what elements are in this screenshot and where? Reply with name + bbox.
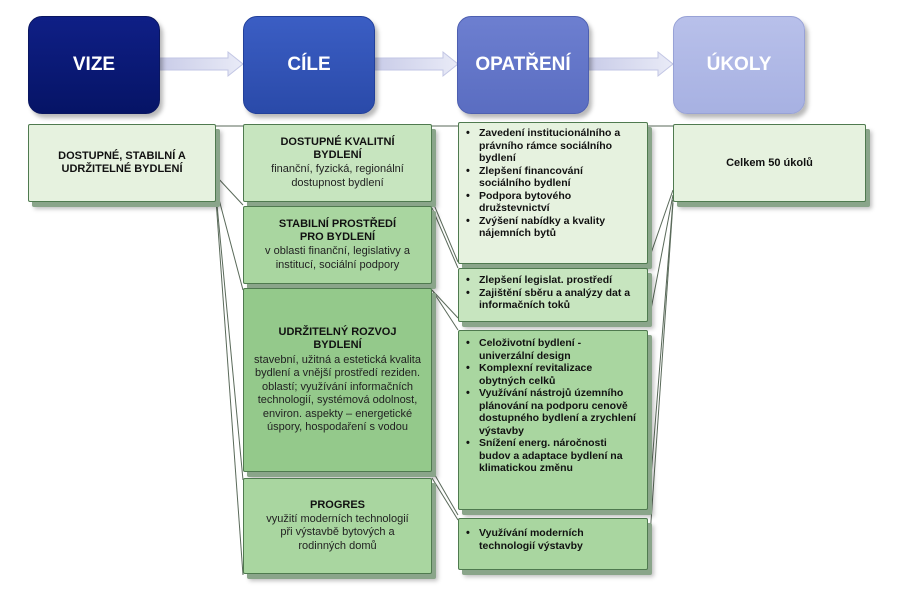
arrow-icon xyxy=(374,50,459,78)
measure-item: Zajištění sběru a analýzy dat a informač… xyxy=(459,287,637,312)
measure-list: Využívání moderních technologií výstavby xyxy=(459,527,637,552)
header-ukoly: ÚKOLY xyxy=(673,16,805,114)
goal-desc: využití moderních technologií při výstav… xyxy=(266,512,409,552)
header-vize: VIZE xyxy=(28,16,160,114)
measure-list: Zlepšení legislat. prostředí Zajištění s… xyxy=(459,274,637,312)
measure-item: Využívání moderních technologií výstavby xyxy=(459,527,637,552)
measure-item: Celoživotní bydlení - univerzální design xyxy=(459,337,637,362)
vision-text: DOSTUPNÉ, STABILNÍ A UDRŽITELNÉ BYDLENÍ xyxy=(58,150,186,175)
measure-list: Celoživotní bydlení - univerzální design… xyxy=(459,337,637,475)
measure-box: Zavedení institucionálního a právního rá… xyxy=(458,122,648,264)
goal-desc: finanční, fyzická, regionální dostupnost… xyxy=(271,163,404,189)
goal-box: STABILNÍ PROSTŘEDÍ PRO BYDLENÍ v oblasti… xyxy=(243,206,432,284)
measure-item: Podpora bytového družstevnictví xyxy=(459,190,637,215)
tasks-text: Celkem 50 úkolů xyxy=(726,156,813,169)
measure-item: Zlepšení legislat. prostředí xyxy=(459,274,637,287)
measure-list: Zavedení institucionálního a právního rá… xyxy=(459,127,637,240)
vision-box: DOSTUPNÉ, STABILNÍ A UDRŽITELNÉ BYDLENÍ xyxy=(28,124,216,202)
measure-item: Komplexní revitalizace obytných celků xyxy=(459,362,637,387)
arrow-icon xyxy=(159,50,244,78)
measure-item: Využívání nástrojů územního plánování na… xyxy=(459,387,637,437)
goal-desc: stavební, užitná a estetická kvalita byd… xyxy=(254,353,421,434)
measure-box: Využívání moderních technologií výstavby xyxy=(458,518,648,570)
measure-item: Snížení energ. náročnosti budov a adapta… xyxy=(459,437,637,475)
tasks-box: Celkem 50 úkolů xyxy=(673,124,866,202)
arrow-icon xyxy=(588,50,674,78)
measure-box: Celoživotní bydlení - univerzální design… xyxy=(458,330,648,510)
goal-title: DOSTUPNÉ KVALITNÍ BYDLENÍ xyxy=(280,136,395,161)
measure-item: Zvýšení nabídky a kvality nájemních bytů xyxy=(459,215,637,240)
measure-box: Zlepšení legislat. prostředí Zajištění s… xyxy=(458,268,648,322)
header-cile: CÍLE xyxy=(243,16,375,114)
measure-item: Zlepšení financování sociálního bydlení xyxy=(459,165,637,190)
measure-item: Zavedení institucionálního a právního rá… xyxy=(459,127,637,165)
header-opatreni: OPATŘENÍ xyxy=(457,16,589,114)
goal-title: STABILNÍ PROSTŘEDÍ PRO BYDLENÍ xyxy=(278,218,397,243)
goal-box: UDRŽITELNÝ ROZVOJ BYDLENÍ stavební, užit… xyxy=(243,288,432,472)
goal-title: PROGRES xyxy=(309,498,365,511)
goal-box: DOSTUPNÉ KVALITNÍ BYDLENÍ finanční, fyzi… xyxy=(243,124,432,202)
goal-title: UDRŽITELNÝ ROZVOJ BYDLENÍ xyxy=(278,325,397,351)
goal-desc: v oblasti finanční, legislativy a instit… xyxy=(265,245,410,271)
goal-box: PROGRES využití moderních technologií př… xyxy=(243,478,432,574)
